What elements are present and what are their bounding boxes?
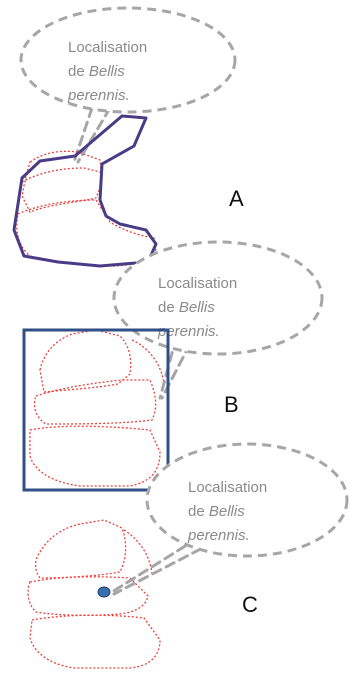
callout-b-line2-prefix: de [158, 299, 179, 316]
callout-c-line3: perennis. [187, 527, 250, 544]
panel-label-b: B [224, 392, 239, 417]
bounding-box-b [24, 330, 168, 490]
parcel-outline-b-right [132, 340, 164, 384]
callout-b-line1: Localisation [158, 275, 237, 292]
parcel-outline-b-middle [34, 380, 155, 424]
panel-c: Localisation de Bellis perennis. C [28, 444, 347, 668]
callout-c-line2-italic: Bellis [209, 503, 245, 520]
polygon-outline-a [14, 116, 156, 266]
callout-c-line1: Localisation [188, 479, 267, 496]
callout-b-line2-italic: Bellis [179, 299, 215, 316]
callout-a-line2-italic: Bellis [89, 63, 125, 80]
parcel-outline-c-lower [30, 615, 160, 668]
callout-c-line2-prefix: de [188, 503, 209, 520]
panel-label-a: A [229, 186, 244, 211]
parcel-outline-b-lower [30, 426, 160, 486]
panel-a: Localisation de Bellis perennis. A [14, 8, 244, 266]
parcel-outline-c-upper [36, 520, 126, 578]
callout-a-line3: perennis. [67, 87, 130, 104]
callout-a-line1: Localisation [68, 39, 147, 56]
parcel-outline-c-right [124, 530, 152, 574]
parcel-outline-a-inner [22, 168, 100, 182]
parcel-outline-b-upper [40, 330, 131, 392]
panel-label-c: C [242, 592, 258, 617]
parcel-outline-c-middle [28, 577, 148, 616]
callout-a-line2-prefix: de [68, 63, 89, 80]
location-point-c [98, 587, 110, 597]
